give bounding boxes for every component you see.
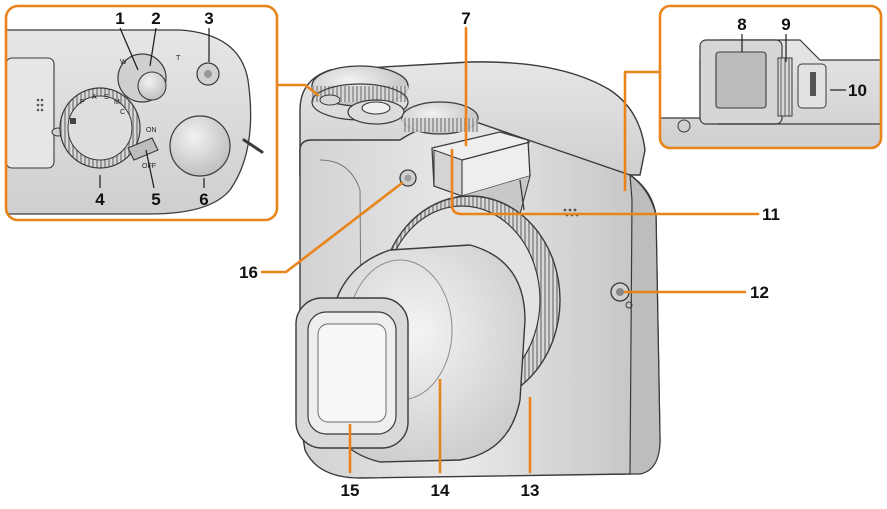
diopter-dial	[777, 57, 793, 117]
eye-sensor	[810, 72, 816, 96]
viewfinder-eyepiece	[715, 51, 767, 109]
control-dial-top-view	[169, 115, 231, 177]
leader-lines	[99, 26, 846, 474]
leader-2	[149, 27, 157, 67]
lens-front	[295, 297, 409, 449]
callout-2: 2	[151, 9, 160, 28]
ia-mode-icon	[70, 118, 76, 124]
leader-11	[450, 148, 760, 216]
callout-4: 4	[95, 190, 105, 209]
mode-m-mark: M	[114, 99, 120, 106]
callout-14: 14	[431, 481, 450, 500]
switch-on-mark: ON	[146, 127, 157, 134]
callout-15: 15	[341, 481, 360, 500]
top-view-inset: P A S M C W T ON OFF	[4, 4, 320, 222]
callout-labels: 1 2 3 4 5 6 7 8 9 10 11 12 13 14 15 16	[95, 9, 867, 500]
callout-3: 3	[204, 9, 213, 28]
mode-c-mark: C	[120, 109, 125, 116]
callout-12: 12	[750, 283, 769, 302]
shutter-button-top-view	[137, 71, 167, 101]
callout-10: 10	[848, 81, 867, 100]
viewfinder-connector	[623, 70, 662, 192]
zoom-t-mark: T	[176, 55, 181, 62]
top-view-frame	[4, 4, 279, 222]
callout-11: 11	[762, 205, 780, 224]
viewfinder-inset	[623, 4, 883, 192]
callout-5: 5	[151, 190, 160, 209]
power-switch	[127, 137, 159, 161]
callout-13: 13	[521, 481, 540, 500]
leader-1	[119, 27, 139, 71]
mode-s-mark: S	[104, 94, 109, 101]
callout-9: 9	[781, 15, 790, 34]
leader-5	[145, 149, 155, 189]
callout-6: 6	[199, 190, 208, 209]
leader-16	[260, 181, 404, 274]
viewfinder-frame	[658, 4, 883, 150]
mode-p-mark: P	[80, 99, 85, 106]
top-view-connector	[275, 83, 320, 97]
callout-8: 8	[737, 15, 746, 34]
callout-16: 16	[239, 263, 258, 282]
zoom-w-mark: W	[120, 59, 127, 66]
camera-front-view	[295, 61, 661, 479]
callout-7: 7	[461, 9, 470, 28]
callout-1: 1	[115, 9, 124, 28]
mode-a-mark: A	[92, 94, 97, 101]
